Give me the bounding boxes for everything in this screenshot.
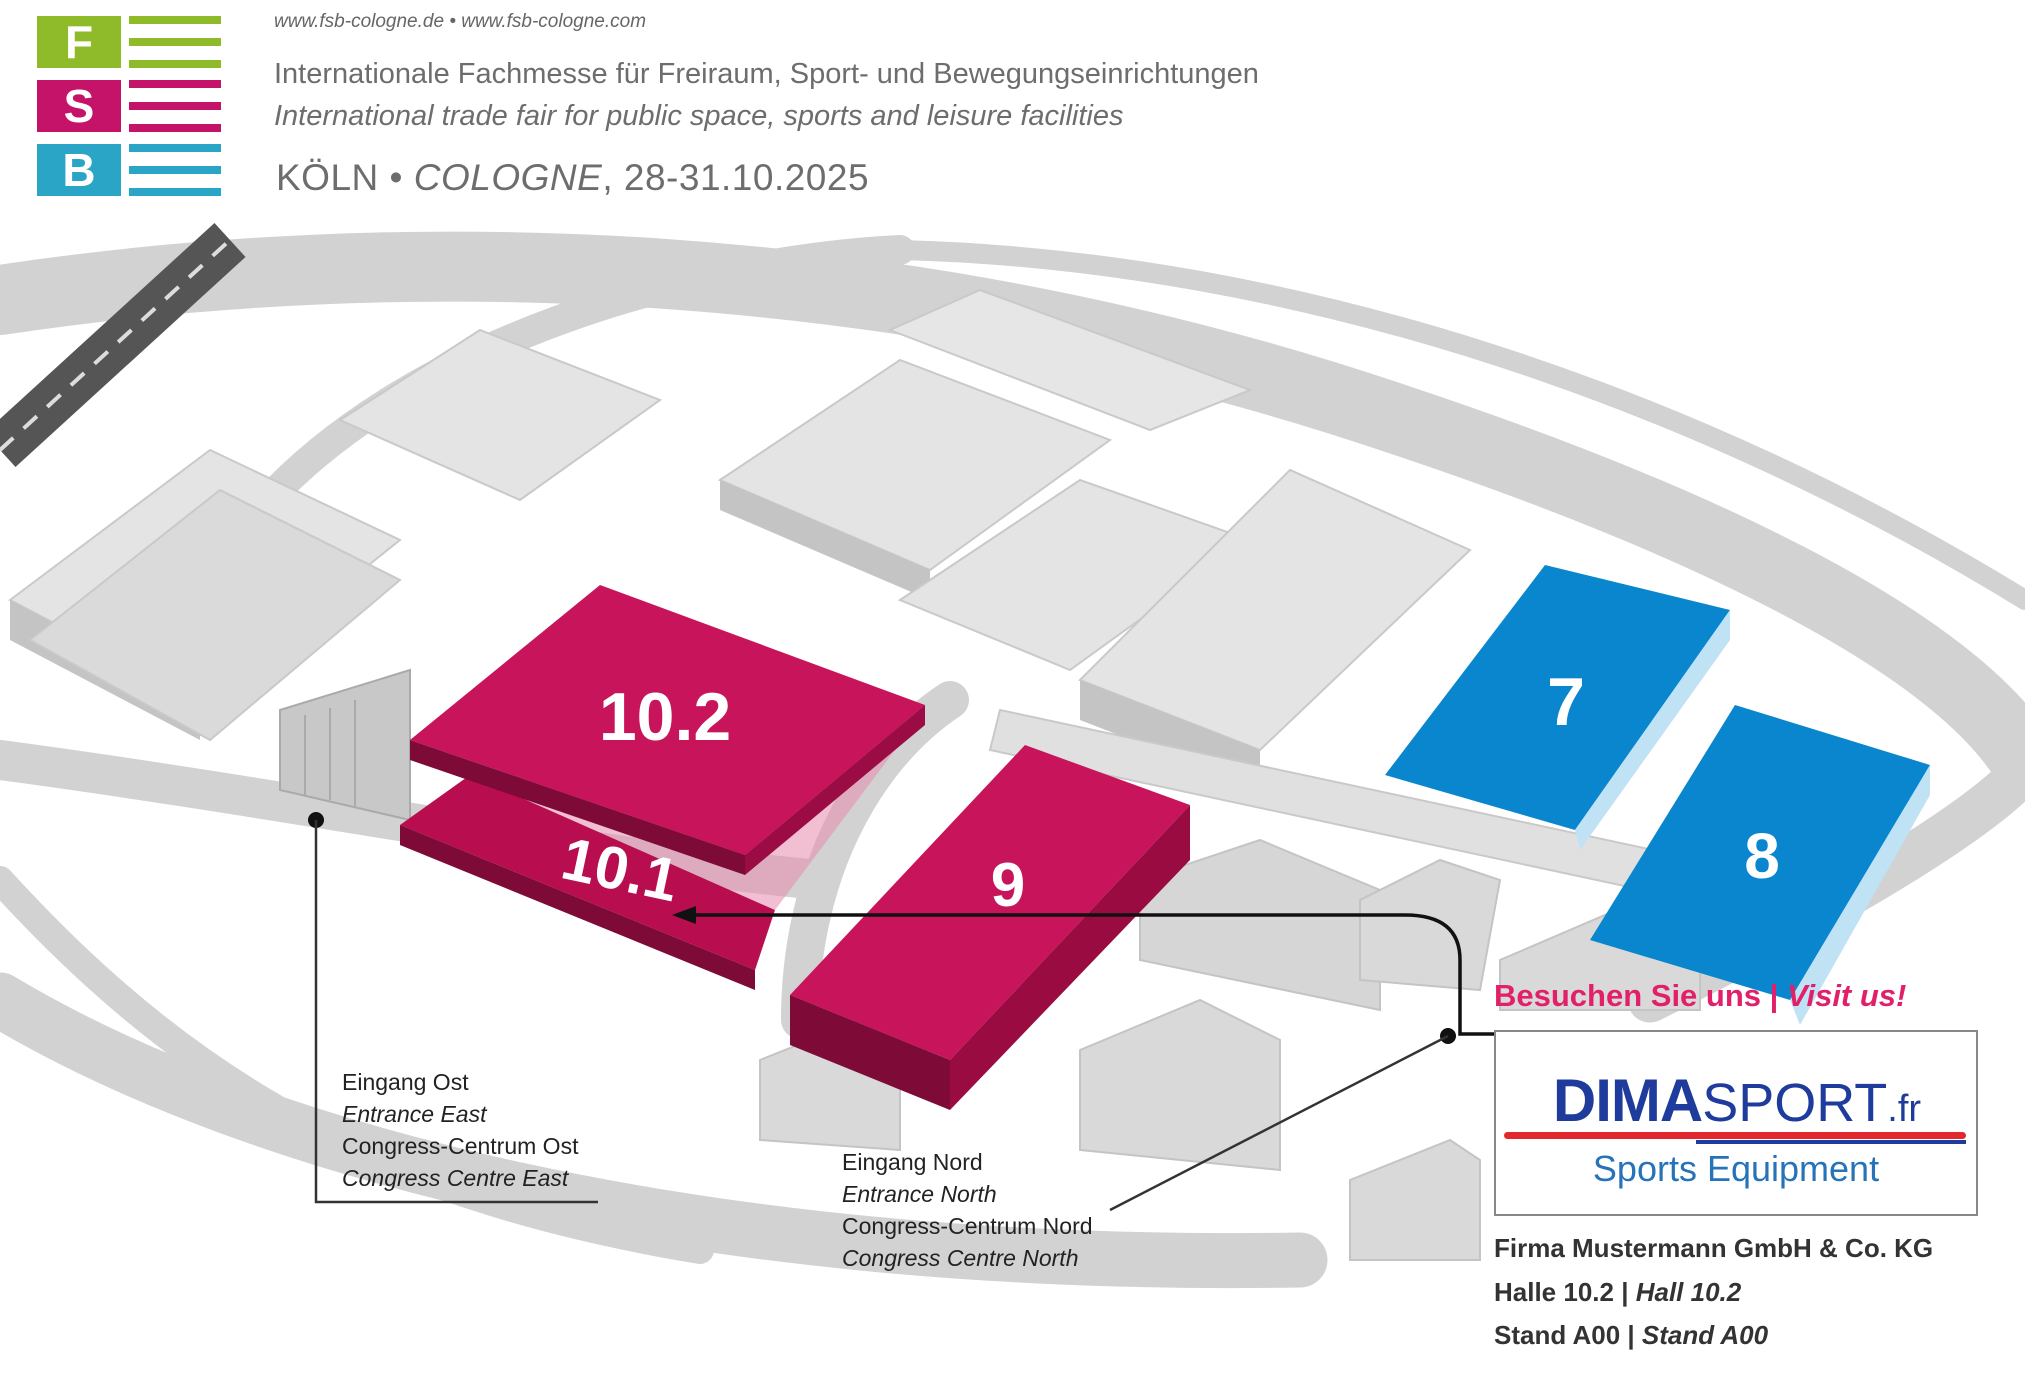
hall-7[interactable] bbox=[1385, 565, 1730, 850]
fair-location-date: KÖLN • COLOGNE, 28-31.10.2025 bbox=[276, 157, 869, 199]
stand-german: Stand A00 | bbox=[1494, 1320, 1642, 1350]
stand-info: Stand A00 | Stand A00 bbox=[1494, 1320, 1768, 1351]
stand-english: Stand A00 bbox=[1641, 1320, 1769, 1350]
hall-9-label: 9 bbox=[991, 851, 1025, 920]
entrance-east-label: Eingang Ost Entrance East Congress-Centr… bbox=[342, 1066, 578, 1194]
railway-track bbox=[0, 223, 246, 467]
logo-tagline: Sports Equipment bbox=[1592, 1148, 1880, 1189]
exhibitor-logo-card[interactable]: DIMASPORT.fr Sports Equipment bbox=[1494, 1030, 1978, 1216]
entrance-east-en: Entrance East bbox=[342, 1101, 487, 1127]
logo-bars-bottom bbox=[129, 144, 221, 196]
congress-east-de: Congress-Centrum Ost bbox=[342, 1133, 579, 1159]
fair-title-english: International trade fair for public spac… bbox=[274, 100, 1124, 132]
entrance-north-pointer bbox=[1109, 1028, 1456, 1212]
logo-letter-s: S bbox=[37, 80, 121, 132]
dimasport-logo: DIMASPORT.fr bbox=[1502, 1066, 1972, 1135]
hall-8[interactable] bbox=[1590, 705, 1930, 1025]
logo-domain-text: .fr bbox=[1887, 1088, 1922, 1130]
company-name: Firma Mustermann GmbH & Co. KG bbox=[1494, 1233, 1934, 1263]
visit-english: Visit us! bbox=[1786, 978, 1907, 1013]
logo-blue-underline bbox=[1696, 1140, 1966, 1144]
congress-north-de: Congress-Centrum Nord bbox=[842, 1213, 1093, 1239]
hall-german: Halle 10.2 | bbox=[1494, 1277, 1636, 1307]
entrance-north-de: Eingang Nord bbox=[842, 1149, 983, 1175]
logo-dima-text: DIMA bbox=[1552, 1067, 1703, 1134]
visit-us-heading: Besuchen Sie uns | Visit us! bbox=[1494, 978, 1906, 1014]
hall-10-2[interactable] bbox=[410, 585, 925, 875]
hall-info: Halle 10.2 | Hall 10.2 bbox=[1494, 1277, 1741, 1308]
city-german: KÖLN • bbox=[276, 157, 414, 198]
hall-8-label: 8 bbox=[1744, 820, 1780, 892]
website-urls[interactable]: www.fsb-cologne.de • www.fsb-cologne.com bbox=[274, 11, 647, 32]
hall-english: Hall 10.2 bbox=[1635, 1277, 1742, 1307]
hall-9[interactable] bbox=[790, 745, 1190, 1110]
logo-bars-middle bbox=[129, 80, 221, 132]
fair-dates: , 28-31.10.2025 bbox=[602, 157, 870, 198]
entrance-north-en: Entrance North bbox=[842, 1181, 997, 1207]
hall-7-label: 7 bbox=[1547, 664, 1585, 740]
entrance-north-label: Eingang Nord Entrance North Congress-Cen… bbox=[842, 1146, 1093, 1274]
visit-german: Besuchen Sie uns | bbox=[1494, 978, 1787, 1013]
fair-title-german: Internationale Fachmesse für Freiraum, S… bbox=[274, 58, 1259, 90]
congress-east-en: Congress Centre East bbox=[342, 1165, 569, 1191]
grey-halls bbox=[8, 288, 1702, 1261]
stand-location-arrow bbox=[672, 906, 1498, 1036]
logo-letter-f: F bbox=[37, 16, 121, 68]
city-english: COLOGNE bbox=[413, 157, 603, 198]
logo-letter-b: B bbox=[37, 144, 121, 196]
logo-red-swoosh bbox=[1504, 1132, 1966, 1139]
fsb-logo: F S B bbox=[37, 16, 221, 196]
congress-north-en: Congress Centre North bbox=[842, 1245, 1079, 1271]
entrance-east-de: Eingang Ost bbox=[342, 1069, 469, 1095]
logo-bars-top bbox=[129, 16, 221, 68]
hall-10-2-label: 10.2 bbox=[599, 679, 731, 755]
logo-sport-text: SPORT bbox=[1702, 1073, 1888, 1133]
entrance-east-pointer bbox=[308, 812, 598, 1204]
